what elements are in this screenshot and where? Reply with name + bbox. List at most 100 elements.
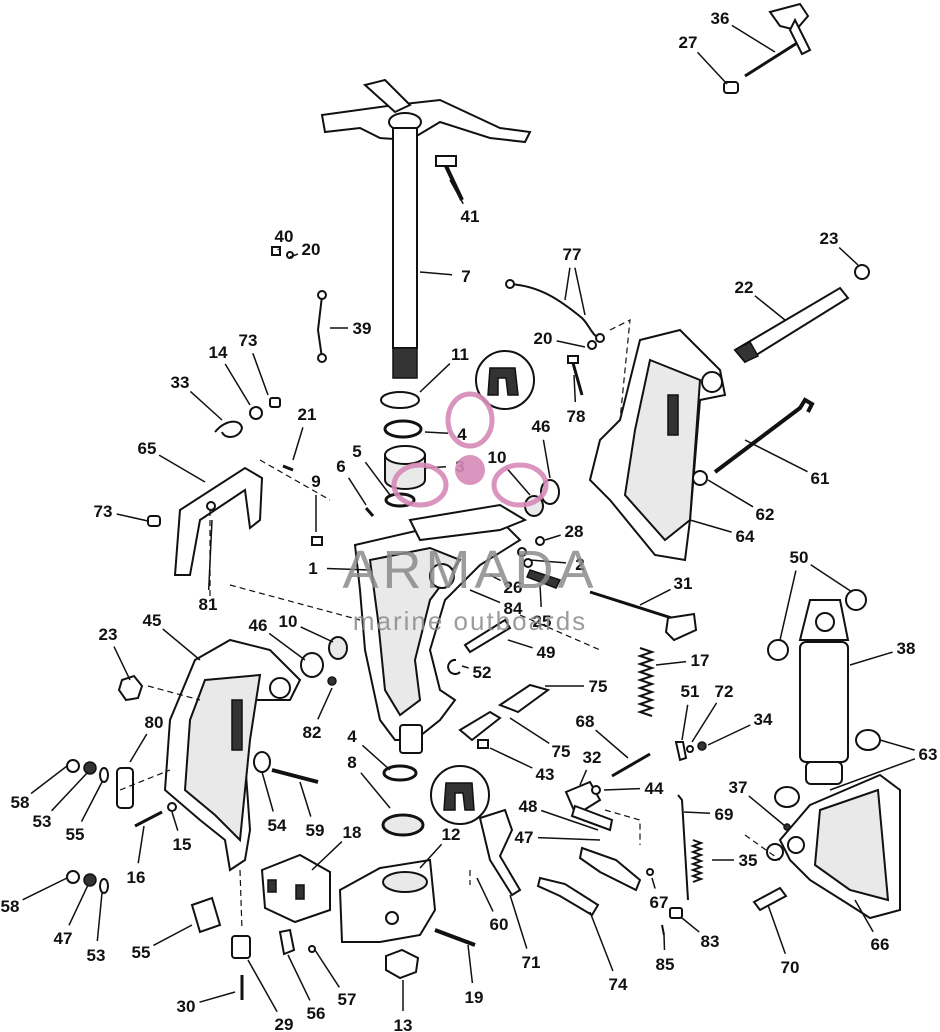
callout-label-30: 30 (177, 997, 196, 1016)
callout-label-46: 46 (249, 616, 268, 635)
leader-line-5 (364, 461, 391, 496)
leader-line-73 (252, 352, 269, 396)
leader-line-25 (539, 584, 542, 608)
leader-line-67 (651, 877, 656, 889)
callout-label-14: 14 (209, 343, 228, 362)
leader-line-18 (311, 841, 343, 871)
leader-line-43 (489, 747, 533, 769)
callout-label-55: 55 (66, 825, 85, 844)
callout-label-43: 43 (536, 765, 555, 784)
callout-label-55: 55 (132, 943, 151, 962)
callout-label-5: 5 (352, 442, 361, 461)
callout-label-77: 77 (563, 245, 582, 264)
callout-label-50: 50 (790, 548, 809, 567)
callout-label-6: 6 (336, 457, 345, 476)
leader-line-11 (419, 363, 451, 393)
leader-line-10 (300, 626, 334, 643)
callout-label-57: 57 (338, 990, 357, 1009)
callout-label-73: 73 (94, 502, 113, 521)
leader-line-71 (509, 894, 528, 949)
leader-line-10 (505, 467, 531, 496)
callout-label-40: 40 (275, 227, 294, 246)
callout-label-2: 2 (575, 555, 584, 574)
leader-line-55 (80, 781, 103, 822)
callout-label-53: 53 (33, 812, 52, 831)
callout-labels: 3627417402039772322207811431046731433216… (1, 9, 938, 1032)
leader-line-44 (603, 787, 641, 791)
callout-label-17: 17 (691, 651, 710, 670)
stern-bracket-right-part (588, 328, 727, 562)
leader-line-85 (663, 934, 666, 951)
leader-line-51 (681, 704, 689, 741)
callout-label-19: 19 (465, 988, 484, 1007)
leader-line-38 (849, 651, 893, 666)
callout-label-66: 66 (871, 935, 890, 954)
leader-line-20 (289, 253, 299, 258)
leader-line-77-1 (574, 267, 586, 316)
leader-line-48 (540, 809, 599, 831)
leader-line-4 (424, 431, 449, 434)
callout-label-67: 67 (650, 893, 669, 912)
leader-line-70 (767, 904, 787, 955)
callout-label-45: 45 (143, 611, 162, 630)
steering-arm-part (320, 78, 532, 379)
callout-label-26: 26 (504, 578, 523, 597)
callout-label-35: 35 (739, 851, 758, 870)
leader-line-46 (542, 439, 551, 479)
tilt-lever-part (723, 2, 812, 94)
callout-label-48: 48 (519, 797, 538, 816)
leader-line-78 (573, 374, 577, 403)
lower-yoke-part (338, 858, 437, 943)
callout-label-16: 16 (127, 868, 146, 887)
leader-line-30 (199, 991, 236, 1003)
watermark-brand: ARMADA (342, 540, 597, 600)
leader-line-7 (419, 271, 453, 276)
callout-label-46: 46 (532, 417, 551, 436)
leader-line-34 (707, 724, 751, 746)
leader-line-27 (696, 51, 728, 85)
leader-line-54 (261, 771, 274, 812)
callout-label-36: 36 (711, 9, 730, 28)
leader-line-57 (314, 949, 340, 988)
leader-line-29 (247, 959, 278, 1013)
leader-line-58 (22, 877, 68, 901)
callout-label-4: 4 (457, 425, 467, 444)
leader-line-68 (595, 729, 629, 759)
callout-label-53: 53 (87, 946, 106, 965)
callout-label-78: 78 (567, 407, 586, 426)
callout-label-7: 7 (461, 267, 470, 286)
callout-label-52: 52 (473, 663, 492, 682)
leader-line-1 (326, 567, 371, 571)
callout-label-64: 64 (736, 527, 755, 546)
callout-label-85: 85 (656, 955, 675, 974)
callout-label-10: 10 (279, 612, 298, 631)
callout-label-51: 51 (681, 682, 700, 701)
watermark-tagline: marine outboards (353, 606, 587, 636)
leader-line-14 (224, 363, 251, 406)
leader-line-15 (171, 811, 179, 831)
leader-line-45 (162, 628, 201, 661)
callout-label-63: 63 (919, 745, 938, 764)
callout-label-4: 4 (347, 727, 357, 746)
callout-leader-lines (22, 24, 916, 1013)
callout-label-9: 9 (311, 472, 320, 491)
callout-label-74: 74 (609, 975, 628, 994)
leader-line-73 (116, 513, 149, 522)
leader-line-53 (51, 771, 89, 812)
callout-label-23: 23 (99, 625, 118, 644)
callout-label-73: 73 (239, 331, 258, 350)
leader-line-50 (810, 564, 853, 593)
callout-label-61: 61 (811, 469, 830, 488)
leader-line-20 (556, 340, 586, 348)
callout-label-11: 11 (451, 345, 469, 364)
leader-line-49 (507, 639, 533, 649)
callout-label-1: 1 (308, 559, 317, 578)
leader-line-33 (189, 390, 223, 421)
leader-line-77 (564, 267, 571, 301)
leader-line-28 (544, 534, 561, 541)
leader-line-63-1 (829, 758, 916, 791)
callout-label-32: 32 (583, 748, 602, 767)
callout-label-49: 49 (537, 643, 556, 662)
callout-label-39: 39 (353, 319, 372, 338)
